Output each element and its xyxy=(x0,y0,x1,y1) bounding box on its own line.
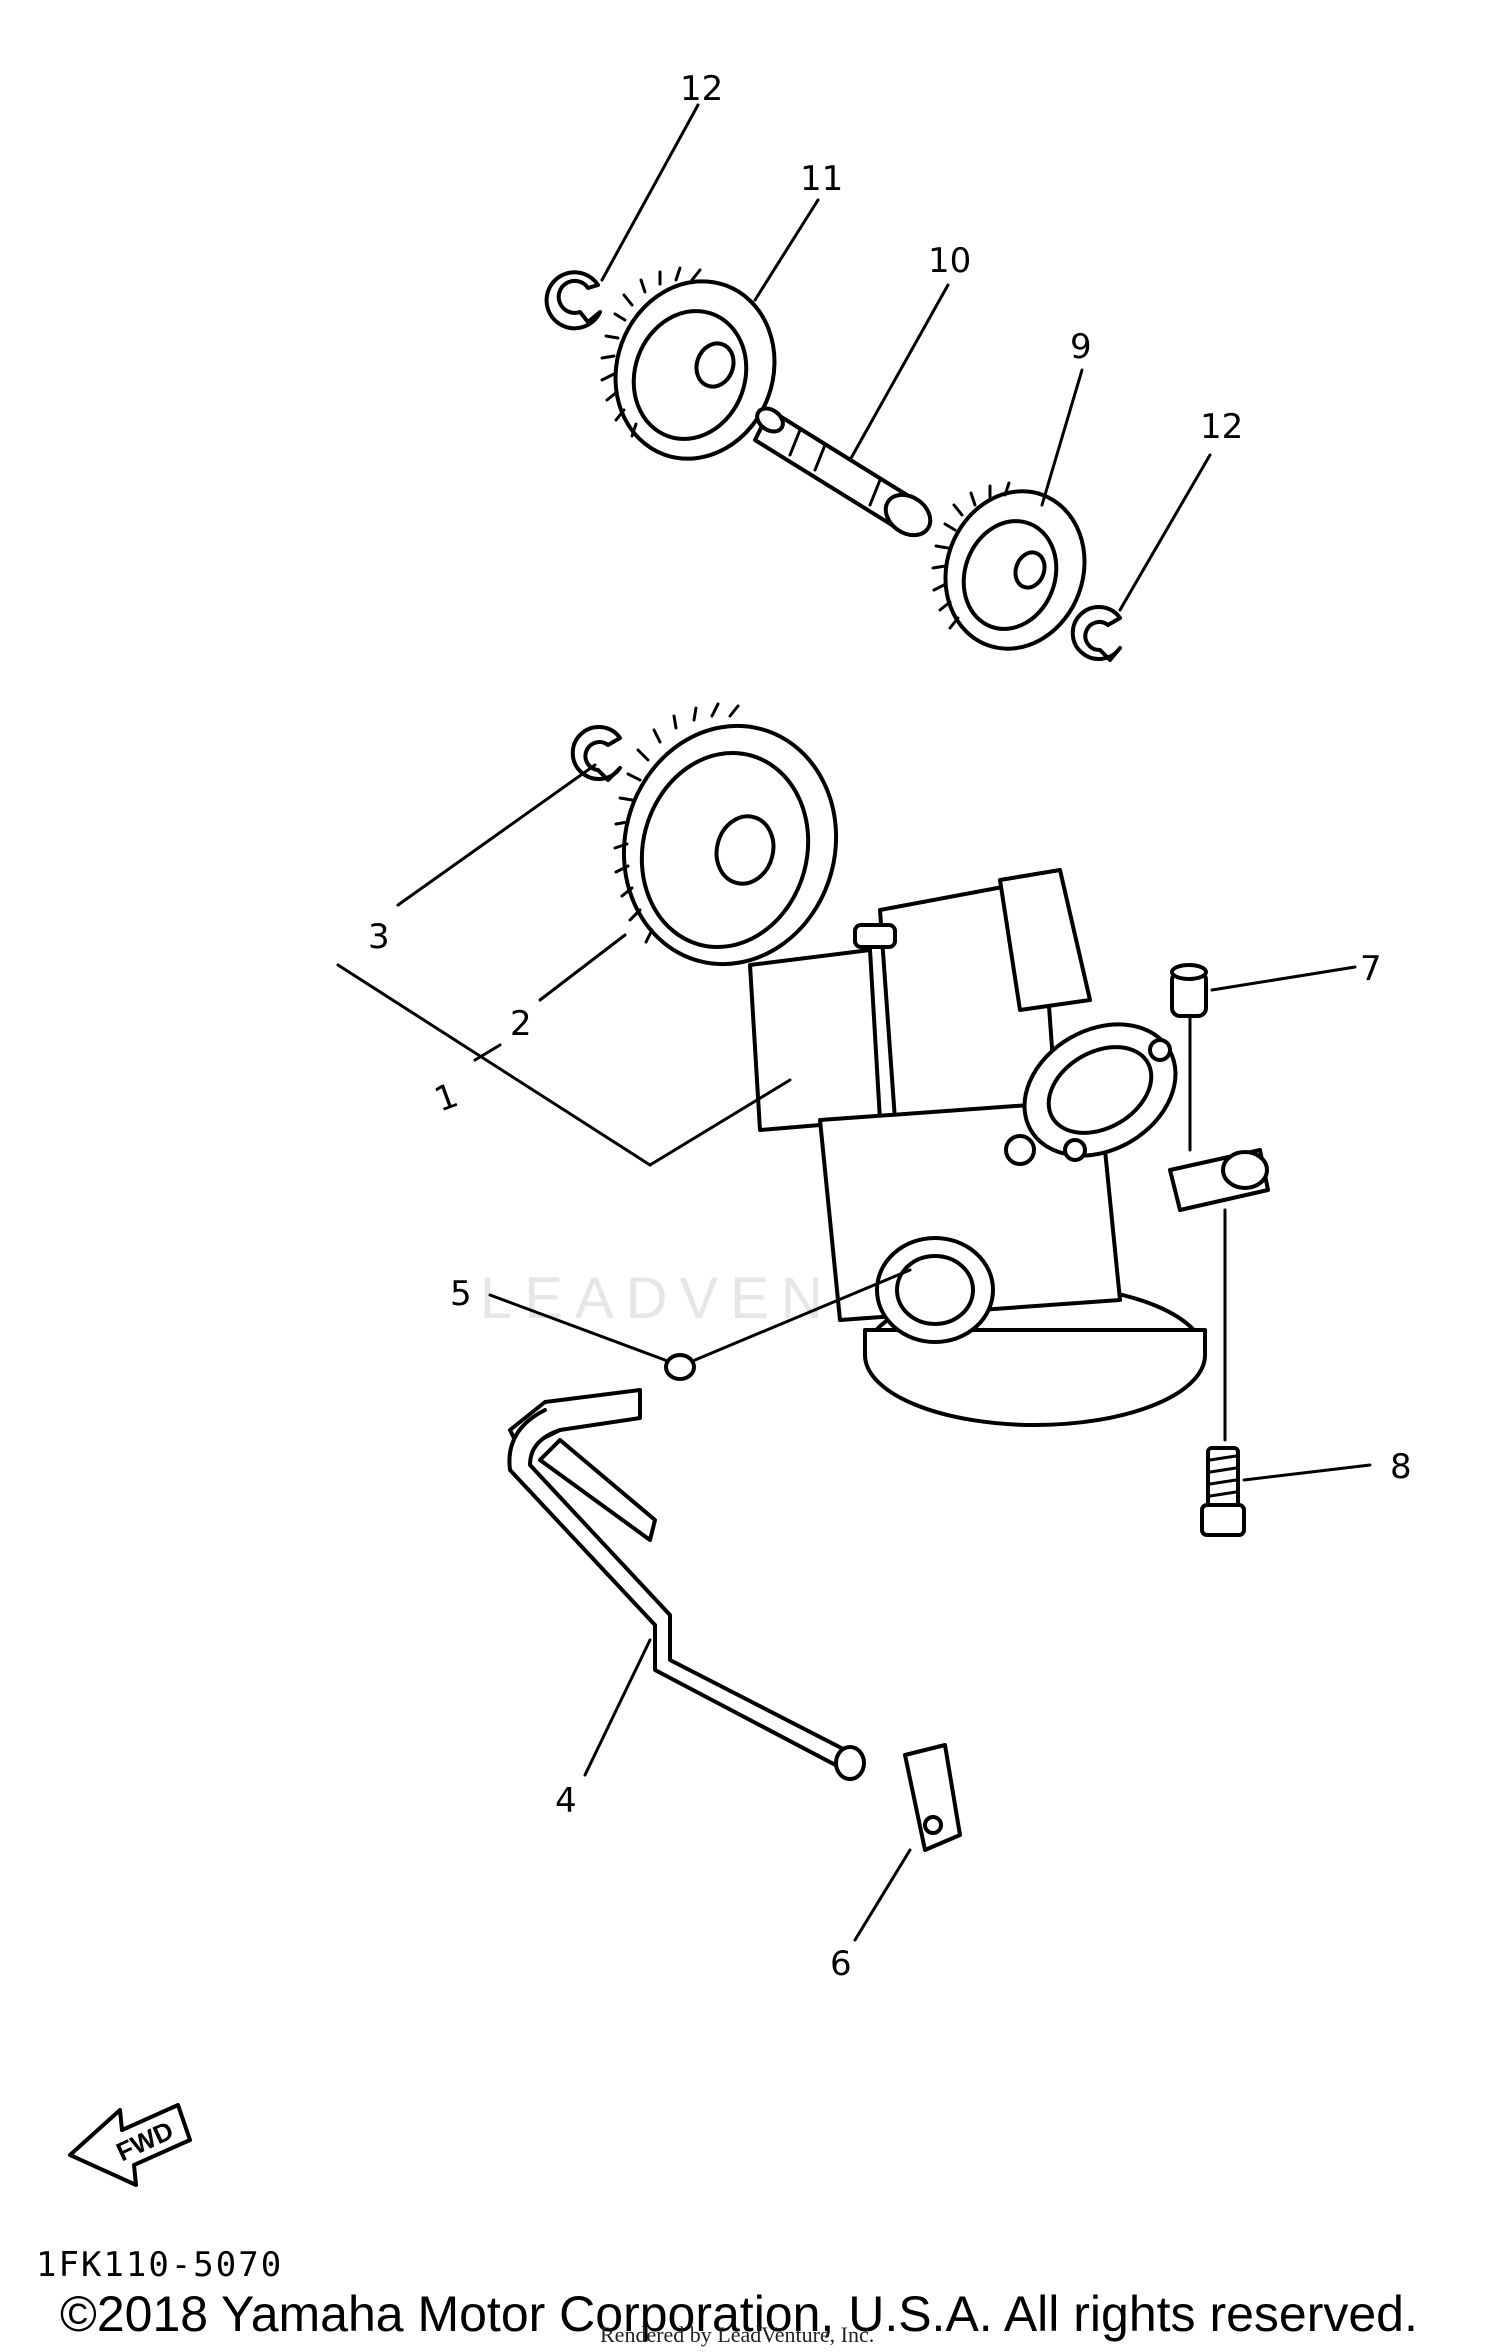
rendered-by-note: Rendered by LeadVenture, Inc. xyxy=(600,2322,875,2347)
callout-12-right: 12 xyxy=(1200,407,1243,447)
gear-part-11 xyxy=(600,266,777,461)
callout-1: 1 xyxy=(429,1075,463,1120)
callout-9: 9 xyxy=(1070,327,1092,367)
callout-11: 11 xyxy=(800,159,843,199)
callout-2: 2 xyxy=(510,1004,532,1044)
o-ring-part-5 xyxy=(664,1353,696,1381)
gear-part-9 xyxy=(931,481,1087,651)
circlip-part-3 xyxy=(570,725,622,782)
copyright-notice: ©2018 Yamaha Motor Corporation, U.S.A. A… xyxy=(60,2286,1418,2342)
shaft-part-10 xyxy=(753,406,933,538)
oil-pipe-part-4 xyxy=(507,1388,866,1781)
plate-part-6 xyxy=(903,1743,962,1852)
leader-lines xyxy=(336,103,1372,1942)
circlip-part-12-top xyxy=(544,270,602,331)
oil-pump-assembly-part-1 xyxy=(748,868,1270,1427)
callout-4: 4 xyxy=(555,1781,577,1821)
fwd-arrow-icon: FWD xyxy=(68,2103,192,2187)
callout-3: 3 xyxy=(368,917,390,957)
callout-8: 8 xyxy=(1390,1447,1412,1487)
bolt-part-8 xyxy=(1200,1446,1246,1537)
diagram-code: 1FK110-5070 xyxy=(36,2245,284,2285)
callout-7: 7 xyxy=(1360,949,1382,989)
callout-6: 6 xyxy=(830,1944,852,1984)
dowel-pin-part-7 xyxy=(1170,963,1208,1018)
callout-12-top: 12 xyxy=(680,69,723,109)
gear-part-2 xyxy=(613,702,839,967)
callout-5: 5 xyxy=(450,1274,472,1314)
callout-10: 10 xyxy=(928,241,971,281)
circlip-part-12-right xyxy=(1070,605,1122,662)
